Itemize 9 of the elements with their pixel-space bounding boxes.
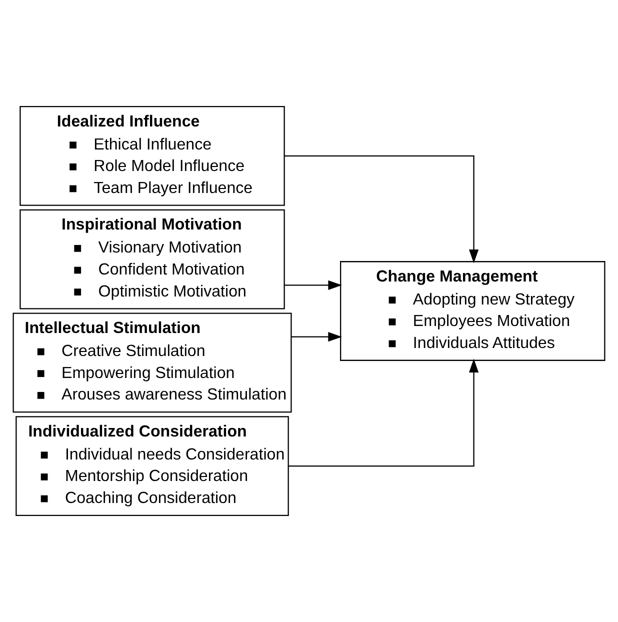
node-box: Intellectual Stimulation Creative Stimulation Empowering Stimulation Arouses awareness Stimulation (12, 312, 292, 413)
node-box: Individualized Consideration Individual needs Consideration Mentorship Consideration Coaching Consideration (16, 416, 289, 516)
arrow (284, 155, 479, 264)
node-box: Inspirational Motivation Visionary Motivation Confident Motivation Optimistic Motivation (20, 209, 285, 310)
arrow (288, 358, 479, 467)
arrow (291, 332, 342, 342)
arrow (284, 280, 342, 290)
node-box: Idealized Influence Ethical Influence Role Model Influence Team Player Influence (20, 106, 285, 206)
node-box: Change Management Adopting new Strategy Employees Motivation Individuals Attitudes (340, 261, 606, 361)
